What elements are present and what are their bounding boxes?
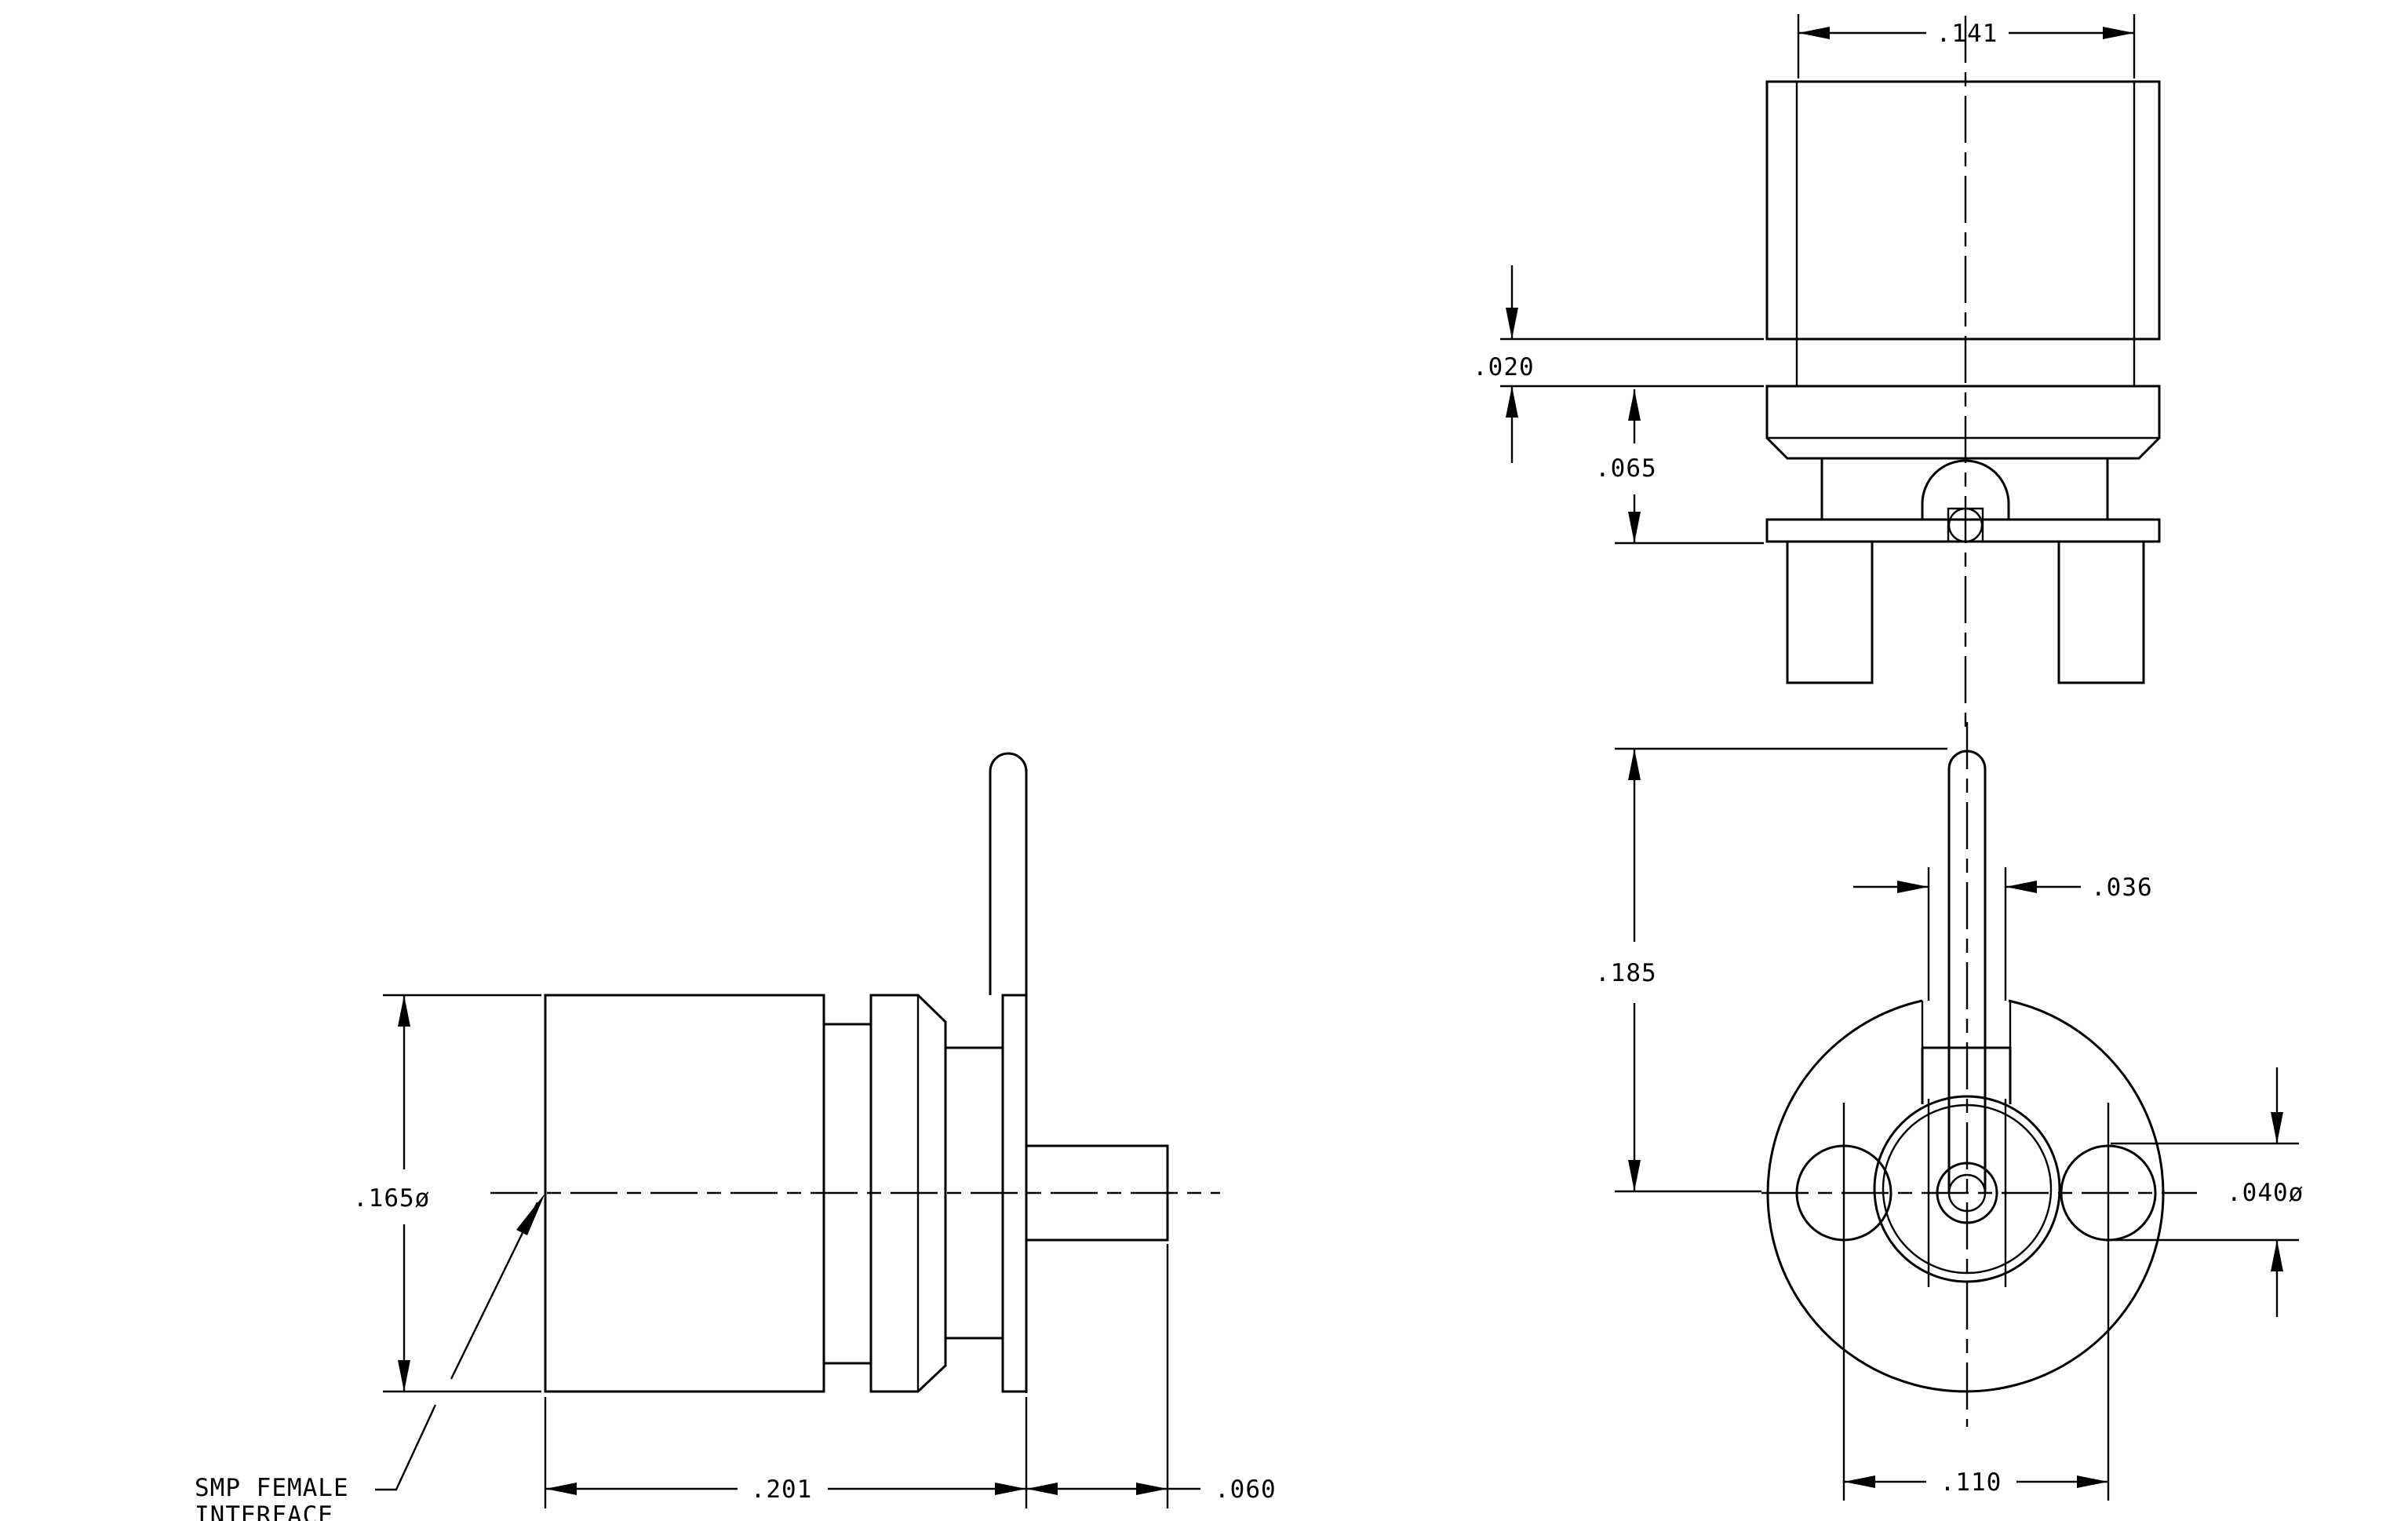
dim-gap-top: .020 [1473,265,1764,463]
dim-pin-width: .036 [1853,867,2153,1001]
top-flange [1765,385,2161,460]
dim-hole-diameter: .040ø [2111,1067,2304,1317]
side-view [490,752,1220,1393]
dim-width-top-label: .141 [1936,20,1998,48]
front-view [1761,722,2197,1427]
top-leg-right [2057,540,2145,684]
front-flange-outline [1766,999,2165,1393]
top-body [1765,80,2161,341]
dim-body-length-label: .201 [751,1475,813,1504]
dim-hole-diameter-label: .040ø [2227,1179,2304,1207]
interface-note-line1: SMP FEMALE [195,1474,349,1502]
interface-note-line2: INTERFACE [195,1501,333,1521]
dim-body-diameter: .165ø [353,994,541,1393]
top-view [1765,16,2161,734]
top-leg-left [1786,540,1874,684]
dim-width-top: .141 [1797,14,2136,78]
dim-body-length: .201 [544,1397,1028,1508]
dim-hole-spacing: .110 [1842,1275,2110,1501]
dim-pin-length-label: .060 [1215,1475,1277,1504]
dim-body-diameter-label: .165ø [353,1184,430,1213]
dim-height-flange: .065 [1595,389,1764,545]
dim-pin-height-label: .185 [1595,959,1657,987]
dim-gap-top-label: .020 [1473,353,1535,381]
interface-note: SMP FEMALE INTERFACE [195,1193,545,1521]
side-pin [989,752,1028,995]
dim-height-flange-label: .065 [1595,454,1657,483]
dim-pin-length: .060 [1026,1244,1277,1508]
dim-pin-height: .185 [1595,747,1947,1193]
top-base-plate [1765,518,2161,543]
front-body-outer [1873,1095,2061,1283]
dim-pin-width-label: .036 [2091,874,2153,902]
dim-hole-spacing-label: .110 [1940,1468,2002,1497]
